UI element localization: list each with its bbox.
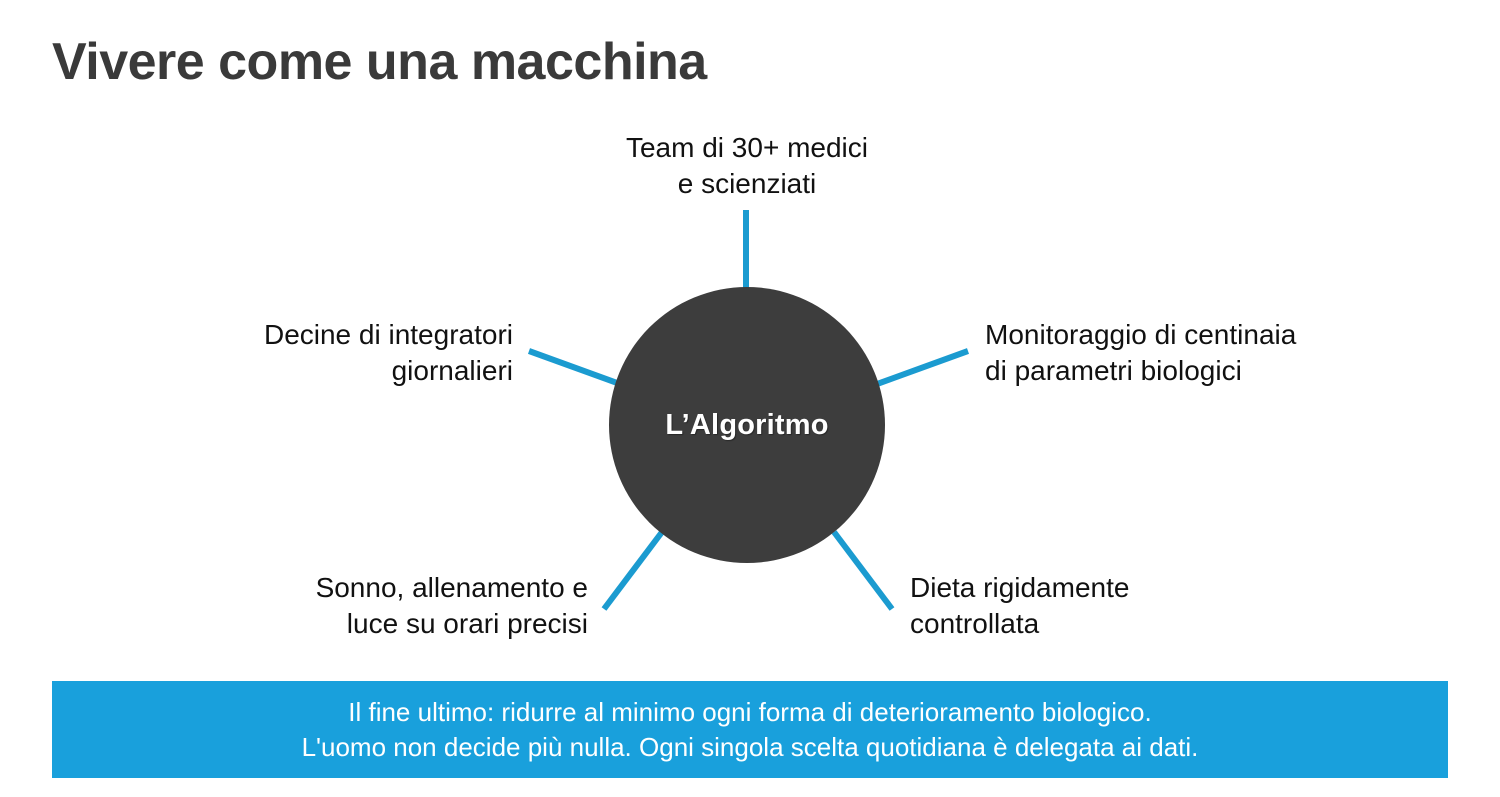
node-label-monitoraggio: Monitoraggio di centinaia di parametri b… — [985, 317, 1415, 389]
hub-and-spoke-diagram: L’Algoritmo Team di 30+ medici e scienzi… — [148, 130, 1415, 642]
node-line-1: Team di 30+ medici — [625, 132, 868, 163]
node-line-1: Dieta rigidamente — [910, 572, 1130, 603]
node-label-integratori: Decine di integratori giornalieri — [148, 317, 513, 389]
banner-line-1: Il fine ultimo: ridurre al minimo ogni f… — [348, 697, 1152, 728]
node-label-sonno: Sonno, allenamento e luce su orari preci… — [198, 570, 588, 642]
node-line-2: giornalieri — [391, 354, 513, 386]
node-line-1: Monitoraggio di centinaia — [985, 319, 1297, 350]
node-line-2: luce su orari precisi — [346, 607, 588, 639]
hub-circle: L’Algoritmo — [609, 287, 885, 563]
node-line-1: Sonno, allenamento e — [315, 572, 588, 603]
spoke-line-right-lower — [831, 530, 895, 611]
banner-line-2: L'uomo non decide più nulla. Ogni singol… — [301, 731, 1199, 762]
conclusion-banner: Il fine ultimo: ridurre al minimo ogni f… — [52, 681, 1448, 778]
node-line-2: di parametri biologici — [985, 354, 1242, 386]
node-label-dieta: Dieta rigidamente controllata — [910, 570, 1290, 642]
node-line-2: controllata — [910, 607, 1040, 639]
hub-label: L’Algoritmo — [665, 408, 829, 441]
spoke-lines-group — [527, 210, 970, 611]
spoke-line-right-upper — [864, 348, 970, 391]
page-title: Vivere come una macchina — [52, 33, 707, 91]
node-line-2: e scienziati — [677, 167, 817, 199]
node-line-1: Decine di integratori — [263, 319, 513, 350]
node-label-team: Team di 30+ medici e scienziati — [497, 130, 997, 202]
spoke-line-left-upper — [527, 348, 633, 391]
spoke-line-left-lower — [601, 530, 665, 611]
